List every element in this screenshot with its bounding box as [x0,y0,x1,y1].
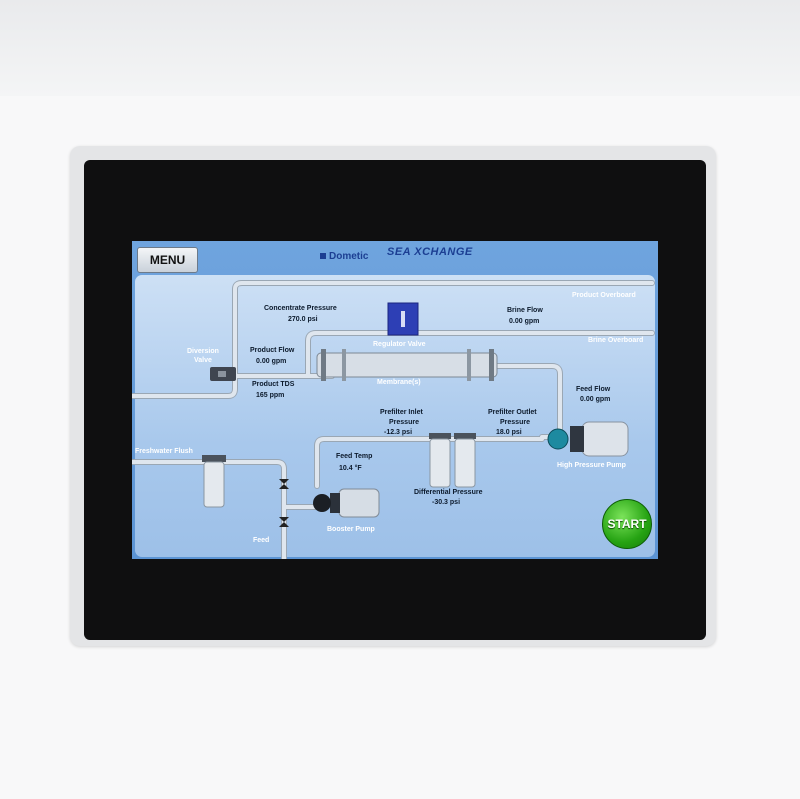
diversion-valve-label-2: Valve [194,357,212,364]
seaxchange-logo: SEA XCHANGE [387,246,473,258]
feed-flow-label: Feed Flow [576,386,611,393]
prefilter-outlet-value: 18.0 psi [496,429,522,436]
brand-text: Dometic [329,251,369,262]
product-flow-value: 0.00 gpm [256,358,287,365]
membrane-vessel [316,352,498,378]
flush-filter [203,461,225,508]
prefilter-outlet-label-1: Prefilter Outlet [488,409,537,416]
prefilters [429,433,476,488]
brine-overboard-label: Brine Overboard [588,337,644,344]
diversion-valve-label-1: Diversion [187,348,219,355]
regulator-valve-label: Regulator Valve [373,341,426,348]
high-pressure-pump [547,421,629,457]
brand-name: Dometic [320,251,368,262]
touch-screen: MENU Dometic SEA XCHANGE [132,241,658,559]
prefilter-inlet-value: -12.3 psi [384,429,413,436]
differential-pressure-label: Differential Pressure [414,489,483,496]
prefilter-inlet-label-1: Prefilter Inlet [380,409,423,416]
brine-pipe [306,331,654,378]
concentrate-pressure-label: Concentrate Pressure [264,305,337,312]
brand-square-icon [320,253,326,259]
feed-flow-value: 0.00 gpm [580,396,611,403]
product-flow-label: Product Flow [250,347,295,354]
product-tds-label: Product TDS [252,381,295,388]
product-tds-value: 165 ppm [256,392,285,399]
flush-pipe [132,460,286,559]
prefilter-inlet-label-2: Pressure [389,419,419,426]
membranes-label: Membrane(s) [377,379,421,386]
feed-temp-label: Feed Temp [336,453,373,460]
booster-outlet-pipe [315,437,544,488]
menu-button[interactable]: MENU [137,247,198,273]
feed-pipe [490,364,562,439]
prefilter-outlet-label-2: Pressure [500,419,530,426]
feed-label: Feed [253,537,270,544]
concentrate-pressure-value: 270.0 psi [288,316,318,323]
feed-temp-value: 10.4 °F [339,465,362,472]
differential-pressure-value: -30.3 psi [432,499,461,506]
booster-pump [313,488,380,518]
freshwater-flush-label: Freshwater Flush [135,448,193,455]
brine-flow-label: Brine Flow [507,307,543,314]
product-overboard-label: Product Overboard [572,292,636,299]
product-pipe [132,281,654,398]
booster-pump-label: Booster Pump [327,526,375,533]
high-pressure-pump-label: High Pressure Pump [557,462,626,469]
start-button[interactable]: START [602,499,652,549]
header-bar: MENU Dometic SEA XCHANGE [132,241,658,274]
process-diagram [132,280,655,559]
wall-top [0,0,800,97]
brine-flow-value: 0.00 gpm [509,318,540,325]
